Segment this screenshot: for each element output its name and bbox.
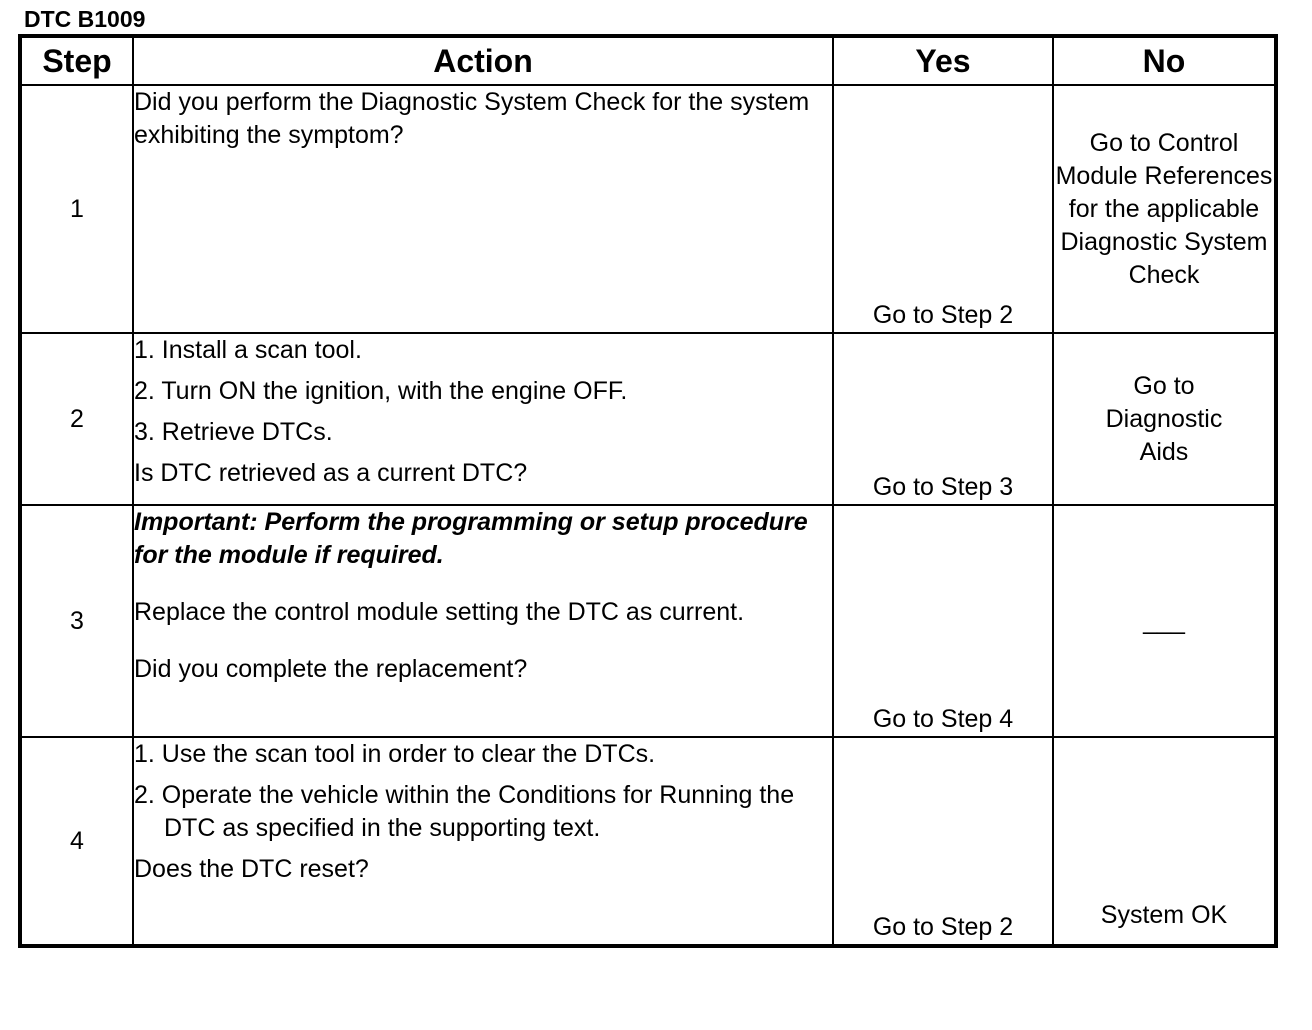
action-list-item: 1. Install a scan tool. bbox=[134, 336, 362, 364]
header-action: Action bbox=[132, 35, 834, 86]
action-list-item: 2. Turn ON the ignition, with the engine… bbox=[134, 377, 628, 405]
table-row: 2 1. Install a scan tool. 2. Turn ON the… bbox=[19, 332, 1277, 506]
step-number: 3 bbox=[19, 504, 134, 738]
header-step: Step bbox=[19, 35, 134, 86]
action-instruction: Replace the control module setting the D… bbox=[134, 598, 745, 626]
action-cell: Important: Perform the programming or se… bbox=[132, 504, 834, 738]
document-title: DTC B1009 bbox=[24, 6, 146, 32]
table-row: 1 Did you perform the Diagnostic System … bbox=[19, 84, 1277, 334]
action-cell: Did you perform the Diagnostic System Ch… bbox=[132, 84, 834, 334]
action-list-item: 1. Use the scan tool in order to clear t… bbox=[134, 740, 656, 768]
yes-cell: Go to Step 2 bbox=[832, 84, 1054, 334]
action-question: Is DTC retrieved as a current DTC? bbox=[134, 459, 528, 487]
no-cell: Go to Control Module References for the … bbox=[1052, 84, 1277, 334]
table-row: 4 1. Use the scan tool in order to clear… bbox=[19, 736, 1277, 947]
table-row: 3 Important: Perform the programming or … bbox=[19, 504, 1277, 738]
header-no: No bbox=[1052, 35, 1277, 86]
no-cell: ___ bbox=[1052, 504, 1277, 738]
no-cell: System OK bbox=[1052, 736, 1277, 947]
yes-cell: Go to Step 4 bbox=[832, 504, 1054, 738]
action-cell: 1. Use the scan tool in order to clear t… bbox=[132, 736, 834, 947]
action-list-item: 2. Operate the vehicle within the Condit… bbox=[134, 781, 795, 842]
header-yes: Yes bbox=[832, 35, 1054, 86]
header-row: Step Action Yes No bbox=[19, 35, 1277, 86]
yes-cell: Go to Step 3 bbox=[832, 332, 1054, 506]
action-question: Did you complete the replacement? bbox=[134, 655, 528, 683]
yes-cell: Go to Step 2 bbox=[832, 736, 1054, 947]
important-note: Important: Perform the programming or se… bbox=[134, 508, 808, 569]
action-list-item: 3. Retrieve DTCs. bbox=[134, 418, 333, 446]
no-cell: Go to Diagnostic Aids bbox=[1052, 332, 1277, 506]
action-question: Did you perform the Diagnostic System Ch… bbox=[134, 88, 810, 149]
step-number: 4 bbox=[19, 736, 134, 947]
diagnostic-table: Step Action Yes No 1 Did you perform the… bbox=[18, 34, 1278, 948]
action-cell: 1. Install a scan tool. 2. Turn ON the i… bbox=[132, 332, 834, 506]
step-number: 1 bbox=[19, 84, 134, 334]
action-question: Does the DTC reset? bbox=[134, 855, 369, 883]
step-number: 2 bbox=[19, 332, 134, 506]
